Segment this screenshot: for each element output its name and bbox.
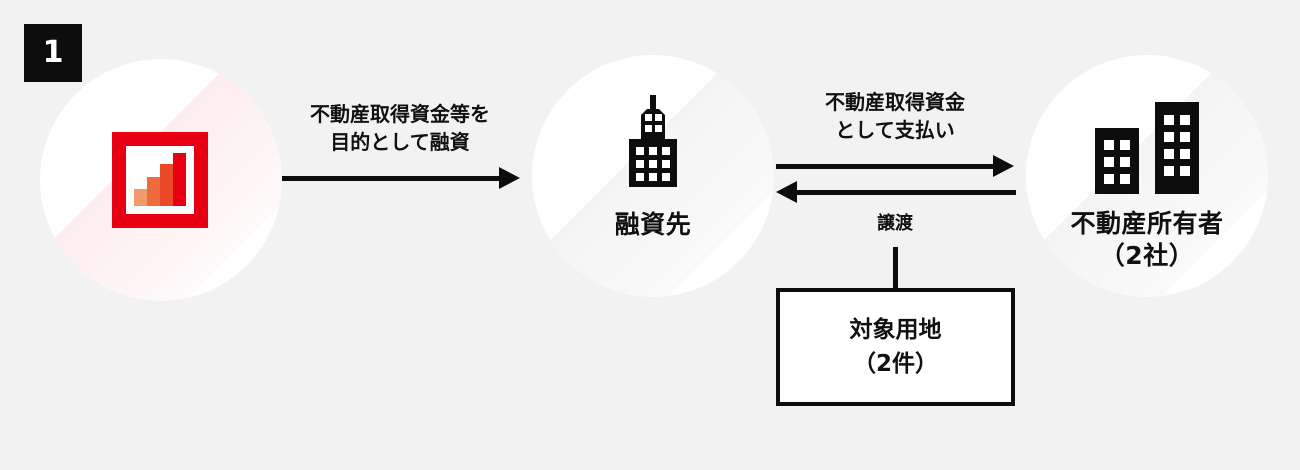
land-box-line2: （2件） <box>852 351 938 377</box>
two-buildings-icon <box>1095 102 1199 194</box>
land-box: 対象用地 （2件） <box>776 288 1015 406</box>
flow-return-arrow-head <box>776 181 797 203</box>
skyscraper-icon <box>629 95 677 187</box>
node-borrower: 融資先 <box>532 55 774 297</box>
flow-loan-arrow-line <box>282 176 503 181</box>
flow-loan-arrow-head <box>499 167 520 189</box>
transfer-connector-line <box>893 247 898 291</box>
chart-bar-2 <box>147 177 160 206</box>
node-borrower-label: 融資先 <box>614 210 692 239</box>
node-borrower-content: 融資先 <box>532 55 774 297</box>
bar-chart-icon-inner <box>126 146 194 214</box>
flow-return-arrow-line <box>797 190 1016 195</box>
flow-payment-caption-line1: 不動産取得資金 <box>825 90 965 114</box>
chart-bar-4 <box>173 153 186 206</box>
flow-payment-caption: 不動産取得資金 として支払い <box>775 88 1015 145</box>
flow-loan-caption-line1: 不動産取得資金等を <box>310 102 490 126</box>
flow-payment-caption-line2: として支払い <box>835 118 955 143</box>
flow-transfer-label: 譲渡 <box>877 213 913 234</box>
node-lender <box>40 59 282 301</box>
chart-bar-1 <box>134 189 147 206</box>
flow-loan-caption: 不動産取得資金等を 目的として融資 <box>280 100 520 157</box>
flow-payment-arrow-head <box>993 155 1014 177</box>
node-property-owner-label-line1: 不動産所有者 <box>1070 209 1224 238</box>
land-box-line1: 対象用地 <box>849 316 942 343</box>
node-property-owner: 不動産所有者 （2社） <box>1026 55 1268 297</box>
flow-loan-caption-line2: 目的として融資 <box>330 130 470 155</box>
bar-chart-icon <box>112 132 208 228</box>
step-number-badge: 1 <box>24 24 82 82</box>
chart-bar-3 <box>160 164 173 206</box>
flow-payment-arrow-line <box>776 164 996 169</box>
node-property-owner-content: 不動産所有者 （2社） <box>1026 55 1268 297</box>
node-property-owner-label-line2: （2社） <box>1099 241 1195 270</box>
